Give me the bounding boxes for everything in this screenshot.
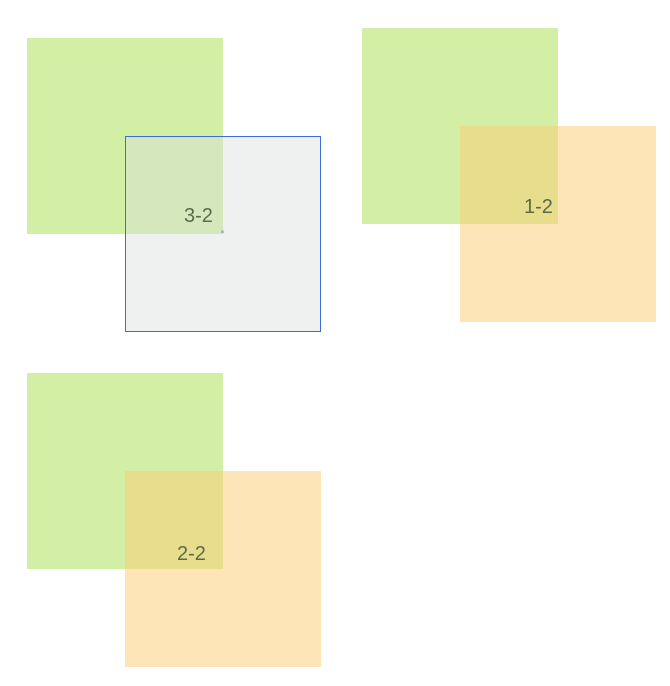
peach-square-1-2[interactable] [460, 126, 656, 322]
gray-square-3-2-selected[interactable] [125, 136, 321, 332]
selection-anchor-icon[interactable]: × [220, 230, 225, 236]
label-3-2: 3-2 [184, 205, 213, 227]
label-2-2: 2-2 [177, 543, 206, 565]
peach-square-2-2[interactable] [125, 471, 321, 667]
label-1-2: 1-2 [524, 196, 553, 218]
